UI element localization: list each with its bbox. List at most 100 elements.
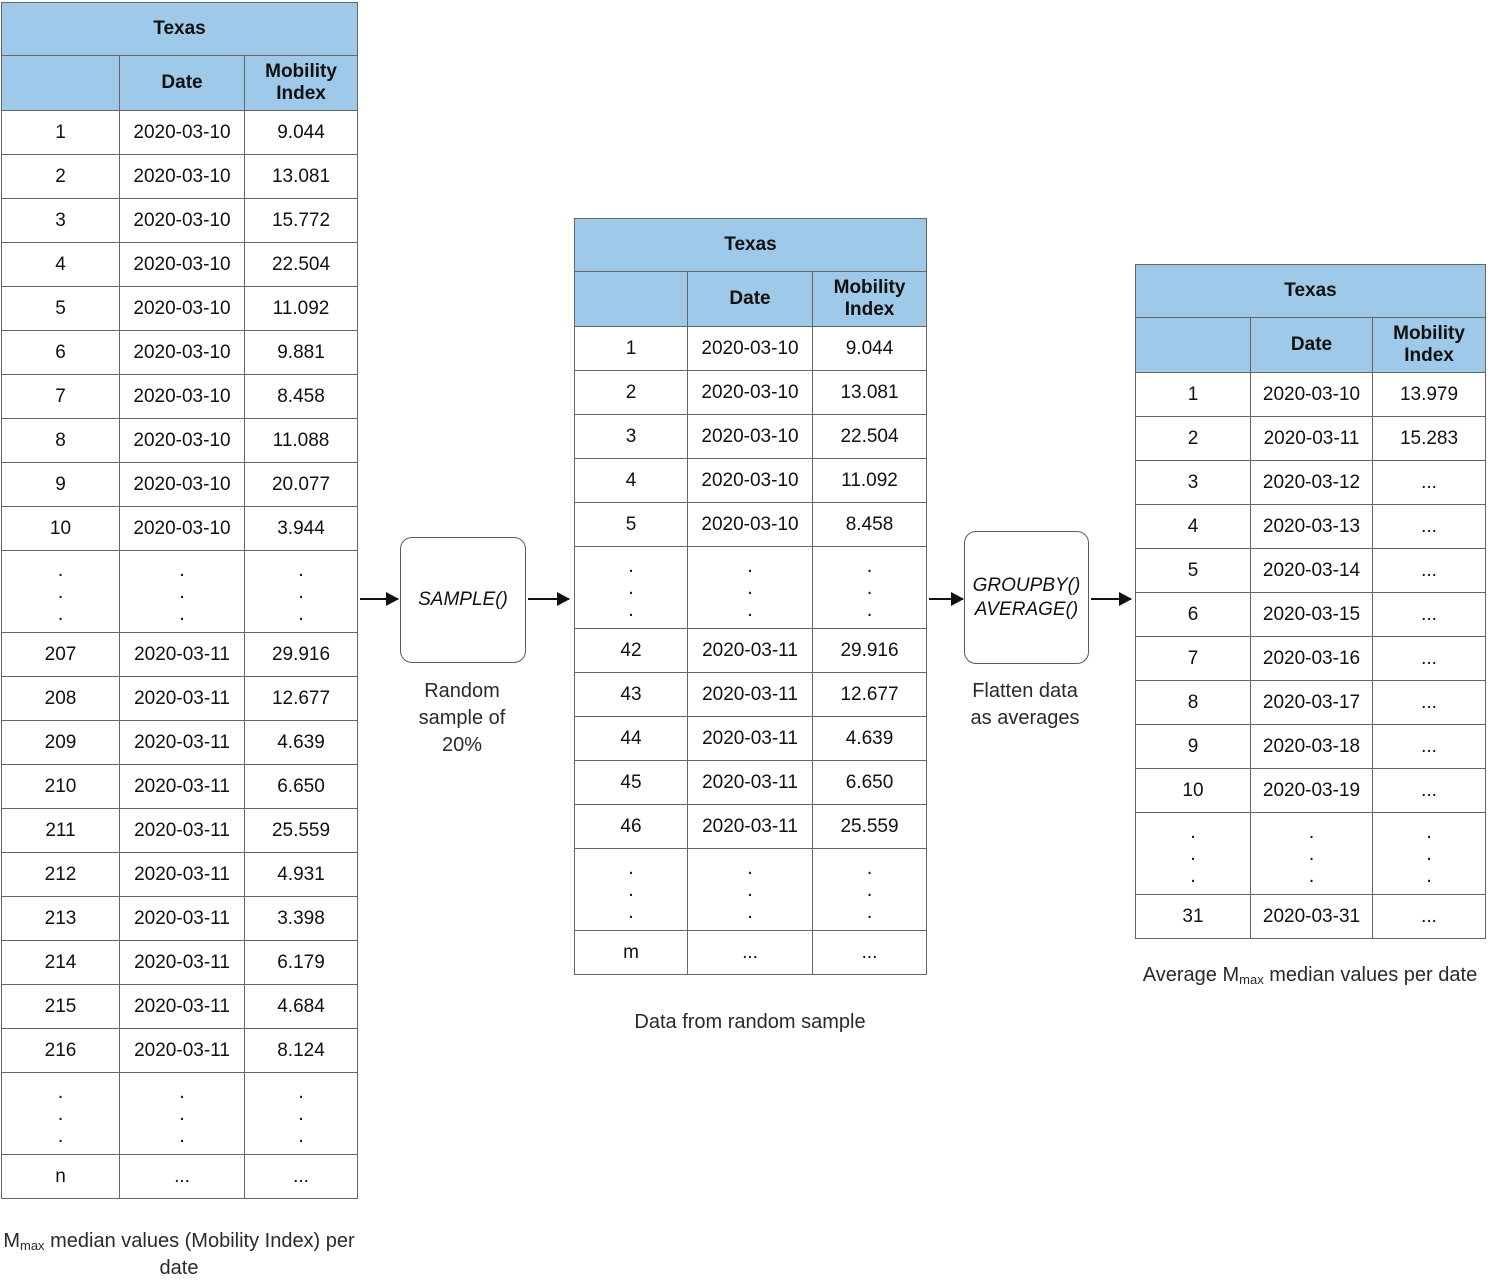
sample-cell-idx: 43 bbox=[574, 672, 688, 717]
sample-col-mobility-header: Mobility Index bbox=[811, 271, 928, 327]
source-cell-idx: 3 bbox=[1, 198, 120, 243]
source-cell-date: 2020-03-11 bbox=[119, 764, 245, 809]
table-title-row: Texas bbox=[1134, 264, 1487, 318]
sample-cell-mobility: 6.650 bbox=[811, 760, 928, 805]
groupby-process-caption-text: Flatten data as averages bbox=[970, 680, 1080, 729]
source-caption-rest: median values (Mobility Index) per date bbox=[44, 1230, 355, 1279]
sample-cell-idx: 4 bbox=[574, 458, 688, 503]
averages-cell-mobility: ... bbox=[1371, 894, 1487, 939]
table-header-row: Date Mobility Index bbox=[1135, 317, 1487, 373]
sample-cell-idx: ... bbox=[574, 546, 688, 629]
sample-cell-date: 2020-03-10 bbox=[687, 370, 813, 415]
source-cell-date: 2020-03-11 bbox=[119, 852, 245, 897]
source-cell-date: 2020-03-11 bbox=[119, 632, 245, 677]
sample-cell-mobility: ... bbox=[811, 930, 928, 975]
source-col-date-header: Date bbox=[119, 55, 245, 111]
source-cell-idx: 207 bbox=[1, 632, 120, 677]
source-cell-date: ... bbox=[119, 550, 245, 633]
sample-process-label: SAMPLE() bbox=[418, 589, 508, 611]
sample-cell-mobility: ... bbox=[811, 848, 928, 931]
averages-cell-mobility: ... bbox=[1371, 592, 1487, 637]
source-cell-date: 2020-03-11 bbox=[119, 808, 245, 853]
averages-cell-idx: 7 bbox=[1135, 636, 1251, 681]
averages-cell-date: 2020-03-11 bbox=[1250, 416, 1373, 461]
source-cell-date: 2020-03-11 bbox=[119, 984, 245, 1029]
sample-cell-mobility: 11.092 bbox=[811, 458, 928, 503]
sample-cell-date: 2020-03-11 bbox=[687, 804, 813, 849]
sample-cell-mobility: 29.916 bbox=[811, 628, 928, 673]
source-cell-idx: 213 bbox=[1, 896, 120, 941]
averages-cell-date: 2020-03-16 bbox=[1250, 636, 1373, 681]
source-cell-idx: 216 bbox=[1, 1028, 120, 1073]
source-table-title: Texas bbox=[0, 2, 359, 56]
sample-cell-date: 2020-03-10 bbox=[687, 502, 813, 547]
sample-cell-mobility: 9.044 bbox=[811, 326, 928, 371]
averages-cell-idx: 10 bbox=[1135, 768, 1251, 813]
source-cell-date: 2020-03-11 bbox=[119, 1028, 245, 1073]
source-cell-mobility: ... bbox=[243, 550, 359, 633]
source-cell-mobility: 25.559 bbox=[243, 808, 359, 853]
sample-table-caption: Data from random sample bbox=[566, 1009, 934, 1036]
table-header-row: Date Mobility Index bbox=[574, 271, 928, 327]
source-cell-idx: 1 bbox=[1, 110, 120, 155]
table-row: n...... bbox=[1, 1154, 359, 1199]
groupby-process-node[interactable]: GROUPBY() AVERAGE() bbox=[964, 531, 1089, 664]
source-cell-date: 2020-03-10 bbox=[119, 330, 245, 375]
averages-cell-idx: 6 bbox=[1135, 592, 1251, 637]
averages-col-index-header bbox=[1135, 317, 1251, 373]
source-cell-mobility: ... bbox=[243, 1154, 359, 1199]
averages-cell-mobility: ... bbox=[1371, 812, 1487, 895]
source-cell-date: 2020-03-10 bbox=[119, 154, 245, 199]
sample-cell-mobility: 4.639 bbox=[811, 716, 928, 761]
source-cell-mobility: 9.881 bbox=[243, 330, 359, 375]
source-table-caption: Mmax median values (Mobility Index) per … bbox=[0, 1228, 358, 1282]
averages-cell-mobility: ... bbox=[1371, 724, 1487, 769]
source-cell-mobility: 15.772 bbox=[243, 198, 359, 243]
table-title-row: Texas bbox=[0, 2, 359, 56]
source-cell-mobility: 11.092 bbox=[243, 286, 359, 331]
table-row: ......... bbox=[1, 1072, 359, 1155]
source-col-index-header bbox=[1, 55, 120, 111]
table-header-row: Date Mobility Index bbox=[1, 55, 359, 111]
sample-cell-date: 2020-03-11 bbox=[687, 628, 813, 673]
arrow-groupby-to-averages bbox=[1091, 592, 1132, 606]
averages-cell-date: 2020-03-15 bbox=[1250, 592, 1373, 637]
averages-cell-idx: 8 bbox=[1135, 680, 1251, 725]
averages-col-mobility-header: Mobility Index bbox=[1371, 317, 1487, 373]
source-cell-idx: 10 bbox=[1, 506, 120, 551]
averages-cell-date: 2020-03-13 bbox=[1250, 504, 1373, 549]
source-cell-mobility: 6.650 bbox=[243, 764, 359, 809]
averages-cell-mobility: ... bbox=[1371, 680, 1487, 725]
averages-cell-date: ... bbox=[1250, 812, 1373, 895]
source-cell-idx: 2 bbox=[1, 154, 120, 199]
averages-cell-date: 2020-03-12 bbox=[1250, 460, 1373, 505]
source-cell-mobility: 22.504 bbox=[243, 242, 359, 287]
sample-process-node[interactable]: SAMPLE() bbox=[400, 537, 526, 663]
averages-cell-date: 2020-03-19 bbox=[1250, 768, 1373, 813]
averages-cell-date: 2020-03-17 bbox=[1250, 680, 1373, 725]
source-cell-mobility: 29.916 bbox=[243, 632, 359, 677]
source-cell-date: 2020-03-10 bbox=[119, 462, 245, 507]
source-cell-date: 2020-03-11 bbox=[119, 676, 245, 721]
sample-cell-mobility: 12.677 bbox=[811, 672, 928, 717]
table-row: ......... bbox=[574, 848, 928, 931]
sample-cell-idx: 45 bbox=[574, 760, 688, 805]
averages-cell-idx: 4 bbox=[1135, 504, 1251, 549]
averages-cell-date: 2020-03-10 bbox=[1250, 372, 1373, 417]
